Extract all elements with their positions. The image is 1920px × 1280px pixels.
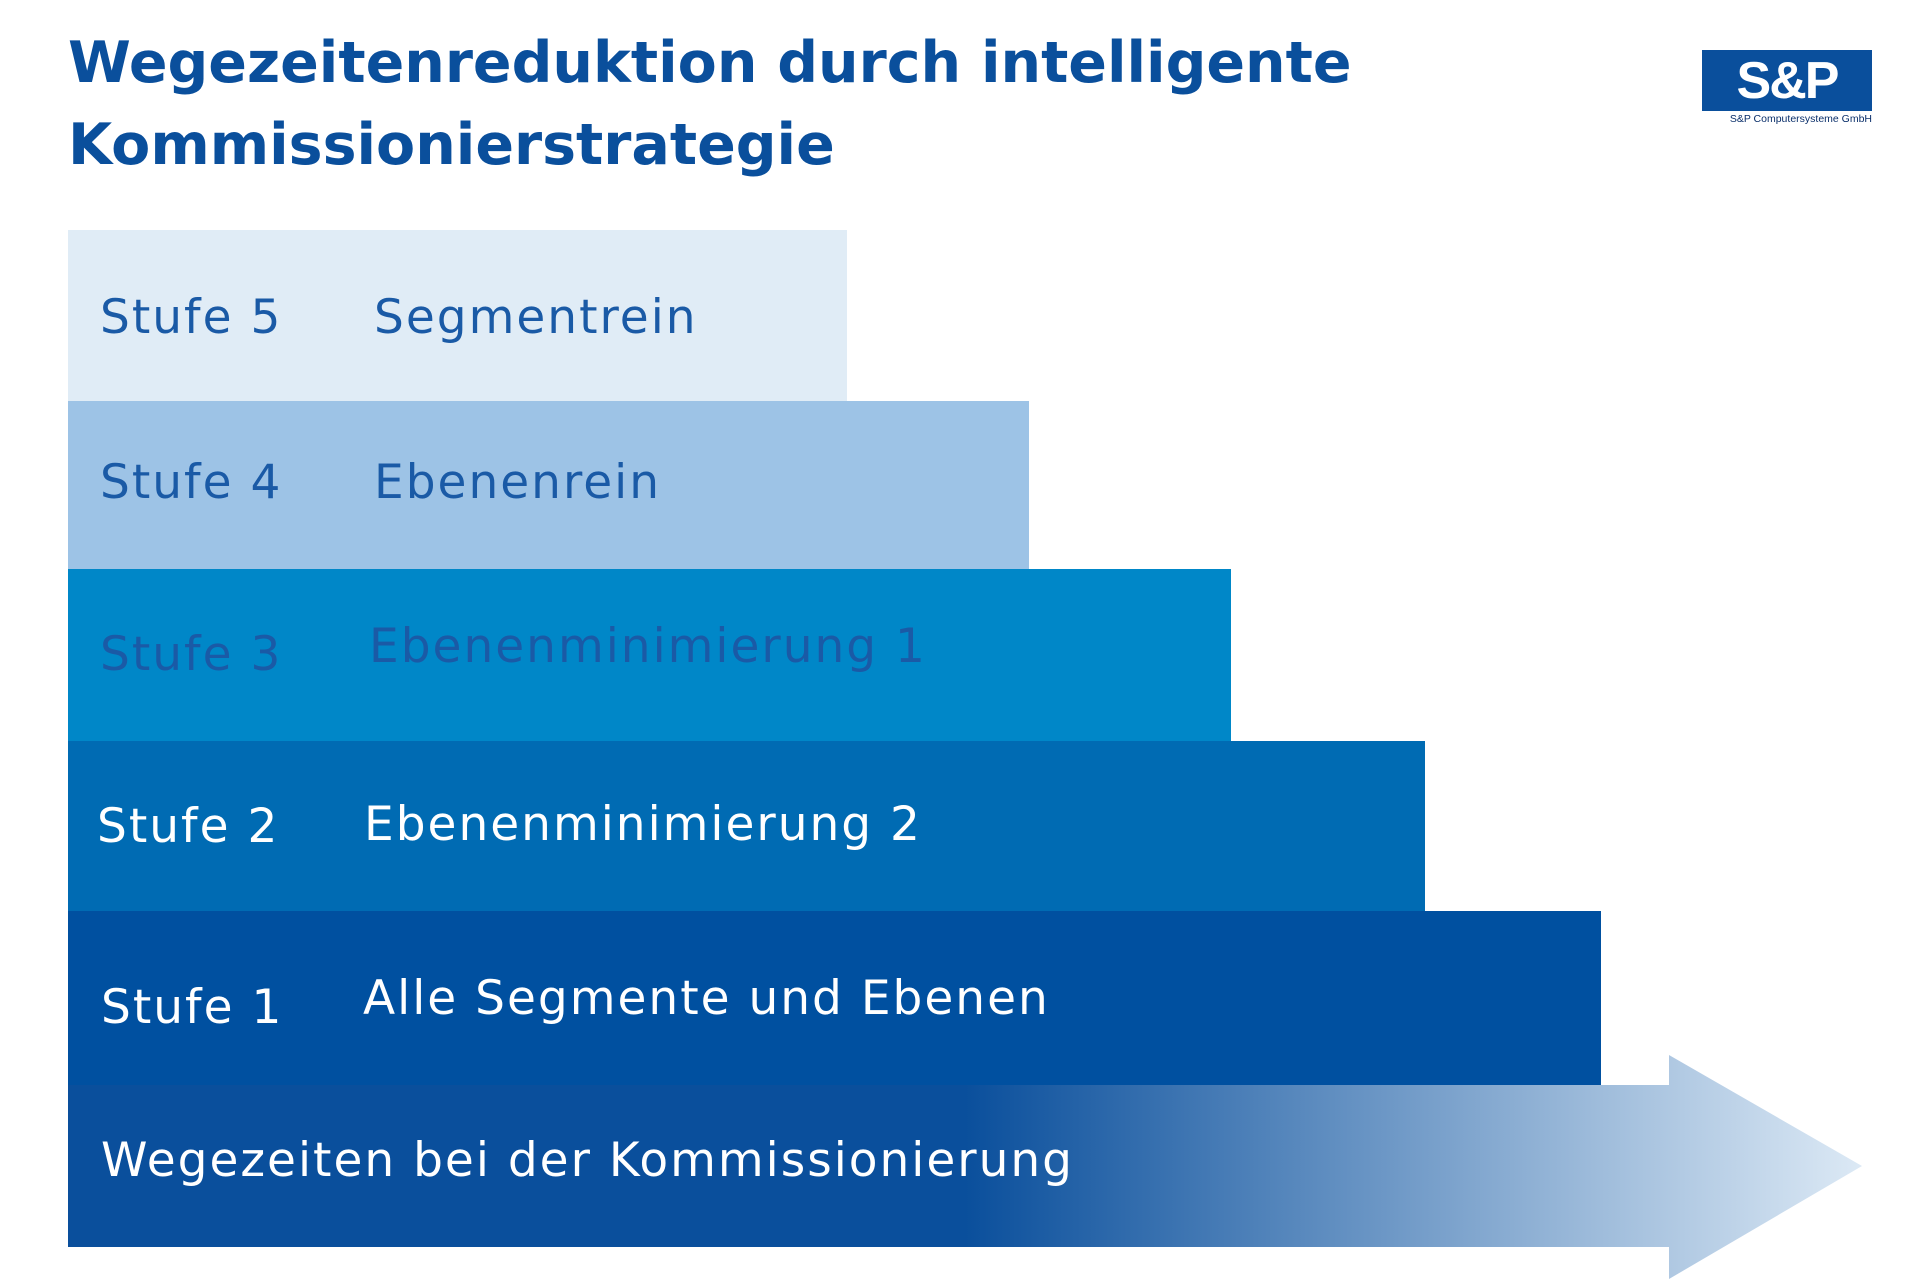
title-line-1: Wegezeitenreduktion durch intelligente <box>68 30 1352 96</box>
step-level: Stufe 4 <box>100 455 283 510</box>
step-level: Stufe 2 <box>97 799 280 854</box>
arrow-label: Wegezeiten bei der Kommissionierung <box>101 1133 1075 1188</box>
step-stufe-1: Stufe 1 Alle Segmente und Ebenen <box>68 911 1601 1086</box>
step-name: Ebenenminimierung 1 <box>369 619 927 674</box>
page-title: Wegezeitenreduktion durch intelligente K… <box>68 22 1352 186</box>
arrow-shape <box>68 1055 1862 1279</box>
step-name: Ebenenrein <box>374 455 661 510</box>
logo-box: S&P <box>1702 50 1872 111</box>
logo-company-name: S&P Computersysteme GmbH <box>1729 113 1872 125</box>
step-stufe-4: Stufe 4 Ebenenrein <box>68 401 1029 569</box>
step-level: Stufe 5 <box>100 290 283 345</box>
step-stufe-3: Stufe 3 Ebenenminimierung 1 <box>68 569 1231 741</box>
step-stufe-2: Stufe 2 Ebenenminimierung 2 <box>68 741 1425 911</box>
step-level: Stufe 3 <box>100 627 283 682</box>
step-level: Stufe 1 <box>101 980 284 1035</box>
step-name: Segmentrein <box>374 290 698 345</box>
company-logo: S&P S&P Computersysteme GmbH <box>1702 50 1872 126</box>
logo-mark: S&P <box>1736 51 1840 110</box>
time-reduction-arrow <box>68 1055 1862 1279</box>
title-line-2: Kommissionierstrategie <box>68 112 835 178</box>
step-stufe-5: Stufe 5 Segmentrein <box>68 230 847 401</box>
step-name: Ebenenminimierung 2 <box>364 797 922 852</box>
step-name: Alle Segmente und Ebenen <box>363 971 1050 1026</box>
